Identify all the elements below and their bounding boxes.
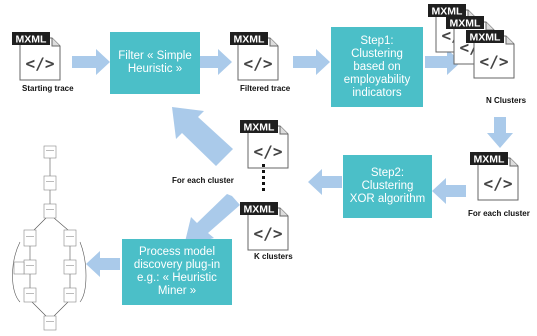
step1-line-1: Step1: xyxy=(360,34,394,47)
arrow-start-to-filter xyxy=(72,49,110,75)
for-each-cluster-right-label: For each cluster xyxy=(468,209,530,218)
starting-trace-label: Starting trace xyxy=(22,84,74,93)
arrow-step1-to-nclusters xyxy=(425,49,461,75)
arrow-step2-to-kclusters xyxy=(308,169,342,195)
mxml-tag-text: MXML xyxy=(474,154,505,166)
step2-box: Step2: Clustering XOR algorithm xyxy=(343,155,432,218)
mxml-tag-text: MXML xyxy=(432,6,463,18)
arrow-loop-to-filter xyxy=(172,107,233,166)
mxml-tag-text: MXML xyxy=(16,34,47,46)
mxml-tag-text: MXML xyxy=(234,34,265,46)
mxml-file-icon-start: MXML </> xyxy=(12,32,61,81)
arrow-kclusters-to-discovery xyxy=(184,194,240,246)
ellipsis-dots xyxy=(262,164,265,194)
filter-line-1: Filter « Simple xyxy=(118,50,192,62)
mxml-file-icon-each-cluster: MXML </> xyxy=(470,152,519,201)
arrow-nclusters-down xyxy=(487,117,513,148)
mxml-tag-text: MXML xyxy=(244,204,275,216)
n-clusters-label: N Clusters xyxy=(486,96,527,105)
arrow-discovery-to-model xyxy=(86,251,120,277)
step2-line-1: Step2: xyxy=(370,167,405,179)
discovery-line-4: Miner » xyxy=(157,285,197,297)
mxml-file-icon-k-cluster-bottom: MXML </> xyxy=(240,202,289,251)
step1-line-5: indicators xyxy=(352,86,402,99)
code-icon: </> xyxy=(244,54,273,73)
discovery-line-1: Process model xyxy=(138,246,216,258)
discovery-line-3: e.g.: « Heuristic xyxy=(137,272,217,284)
mxml-tag-text: MXML xyxy=(450,18,481,30)
code-icon: </> xyxy=(254,224,283,243)
mxml-tag-text: MXML xyxy=(244,122,275,134)
arrow-filtered-to-step1 xyxy=(293,49,330,75)
step2-line-2: Clustering xyxy=(361,180,414,192)
code-icon: </> xyxy=(484,174,513,193)
arrow-filter-to-filtered xyxy=(200,49,232,75)
filtered-trace-label: Filtered trace xyxy=(240,84,291,93)
step2-line-3: XOR algorithm xyxy=(349,193,426,205)
code-icon: </> xyxy=(26,54,55,73)
step1-line-4: employability xyxy=(343,73,411,86)
arrow-eachcluster-to-step2 xyxy=(432,178,466,204)
k-clusters-label: K clusters xyxy=(254,252,293,261)
discovery-box: Process model discovery plug-in e.g.: « … xyxy=(122,239,232,305)
step1-box: Step1: Clustering based on employability… xyxy=(331,27,423,107)
filter-line-2: Heuristic » xyxy=(127,63,183,75)
step1-line-2: Clustering xyxy=(351,47,403,60)
mxml-file-icon-filtered: MXML </> xyxy=(230,32,279,81)
code-icon: </> xyxy=(480,52,509,71)
for-each-cluster-left-label: For each cluster xyxy=(172,176,234,185)
filter-box: Filter « Simple Heuristic » xyxy=(110,32,200,94)
mxml-file-icon-k-cluster-top: MXML </> xyxy=(240,120,289,169)
code-icon: </> xyxy=(254,142,283,161)
mxml-file-icon-nclusters-3: MXML </> xyxy=(466,30,515,79)
step1-line-3: based on xyxy=(353,60,401,73)
process-model-graph xyxy=(12,145,87,331)
mxml-tag-text: MXML xyxy=(470,32,501,44)
discovery-line-2: discovery plug-in xyxy=(133,259,221,271)
